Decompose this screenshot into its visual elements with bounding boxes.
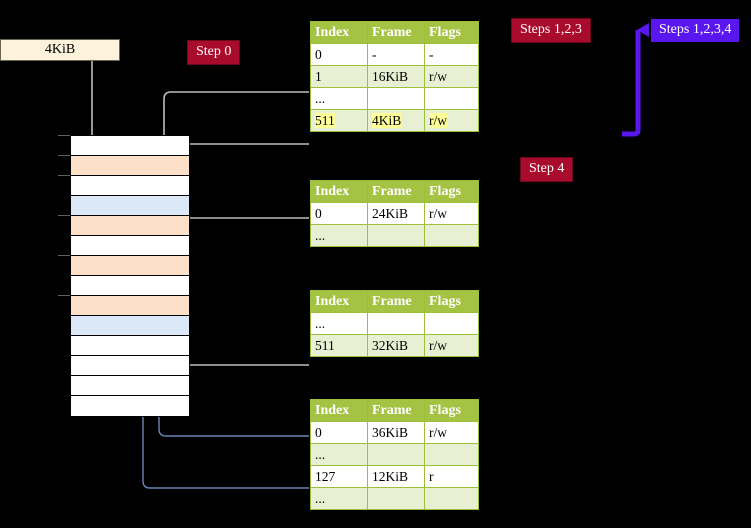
cell-flags: [424, 487, 479, 510]
column-header-frame: Frame: [367, 180, 425, 203]
cell-flags: r/w: [424, 65, 479, 88]
memory-boundary-tick: [58, 255, 70, 256]
column-header-index: Index: [310, 180, 368, 203]
memory-frame-row: [71, 356, 189, 376]
cell-frame: 24KiB: [367, 202, 425, 225]
memory-boundary-tick: [58, 155, 70, 156]
cell-index: 0: [310, 421, 368, 444]
cell-flags: [424, 443, 479, 466]
cell-frame: 4KiB: [367, 109, 425, 132]
memory-frame-row: [71, 256, 189, 276]
cell-frame: [367, 487, 425, 510]
column-header-flags: Flags: [424, 290, 479, 313]
cell-flags: r: [424, 465, 479, 488]
cell-index: ...: [310, 312, 368, 335]
cell-index: 0: [310, 202, 368, 225]
memory-frame-row: [71, 296, 189, 316]
cell-index: 0: [310, 43, 368, 66]
column-header-index: Index: [310, 399, 368, 422]
memory-boundary-tick: [58, 215, 70, 216]
memory-boundary-tick: [58, 135, 70, 136]
cell-index: 127: [310, 465, 368, 488]
badge-step4: Step 4: [521, 158, 573, 181]
memory-frame-row: [71, 236, 189, 256]
cell-flags: r/w: [424, 334, 479, 357]
size-box-4kib: 4KiB: [0, 39, 120, 61]
cell-flags: r/w: [424, 109, 479, 132]
cell-frame: -: [367, 43, 425, 66]
cell-flags: r/w: [424, 421, 479, 444]
cell-index: ...: [310, 443, 368, 466]
cell-index: 511: [310, 109, 368, 132]
cell-frame: 32KiB: [367, 334, 425, 357]
column-header-index: Index: [310, 21, 368, 44]
physical-memory-column: [70, 135, 190, 417]
cell-index: ...: [310, 487, 368, 510]
memory-frame-row: [71, 376, 189, 396]
table-row: ...: [310, 87, 479, 110]
cell-frame: [367, 224, 425, 247]
cell-flags: [424, 312, 479, 335]
cell-frame: 36KiB: [367, 421, 425, 444]
cell-flags: [424, 87, 479, 110]
column-header-frame: Frame: [367, 399, 425, 422]
cell-frame: 16KiB: [367, 65, 425, 88]
cell-frame: [367, 443, 425, 466]
memory-frame-row: [71, 136, 189, 156]
table-row: 0--: [310, 43, 479, 66]
badge-steps1234: Steps 1,2,3,4: [651, 19, 740, 42]
badge-step0: Step 0: [188, 41, 240, 64]
column-header-frame: Frame: [367, 21, 425, 44]
cell-index: ...: [310, 224, 368, 247]
table-row: ...: [310, 443, 479, 466]
memory-frame-row: [71, 316, 189, 336]
column-header-frame: Frame: [367, 290, 425, 313]
table-row: ...: [310, 224, 479, 247]
memory-frame-row: [71, 156, 189, 176]
column-header-flags: Flags: [424, 21, 479, 44]
cell-frame: [367, 312, 425, 335]
memory-frame-row: [71, 176, 189, 196]
memory-frame-row: [71, 396, 189, 416]
cell-flags: [424, 224, 479, 247]
memory-boundary-tick: [58, 295, 70, 296]
table-row: ...: [310, 487, 479, 510]
column-header-flags: Flags: [424, 399, 479, 422]
memory-frame-row: [71, 196, 189, 216]
cell-index: 511: [310, 334, 368, 357]
memory-frame-row: [71, 216, 189, 236]
table-row: ...: [310, 312, 479, 335]
cell-frame: 12KiB: [367, 465, 425, 488]
cell-index: ...: [310, 87, 368, 110]
column-header-index: Index: [310, 290, 368, 313]
cell-frame: [367, 87, 425, 110]
size-box-label: 4KiB: [44, 42, 76, 57]
column-header-flags: Flags: [424, 180, 479, 203]
badge-steps123: Steps 1,2,3: [512, 19, 590, 42]
cell-flags: -: [424, 43, 479, 66]
memory-boundary-tick: [58, 175, 70, 176]
memory-frame-row: [71, 276, 189, 296]
cell-index: 1: [310, 65, 368, 88]
memory-frame-row: [71, 336, 189, 356]
cell-flags: r/w: [424, 202, 479, 225]
